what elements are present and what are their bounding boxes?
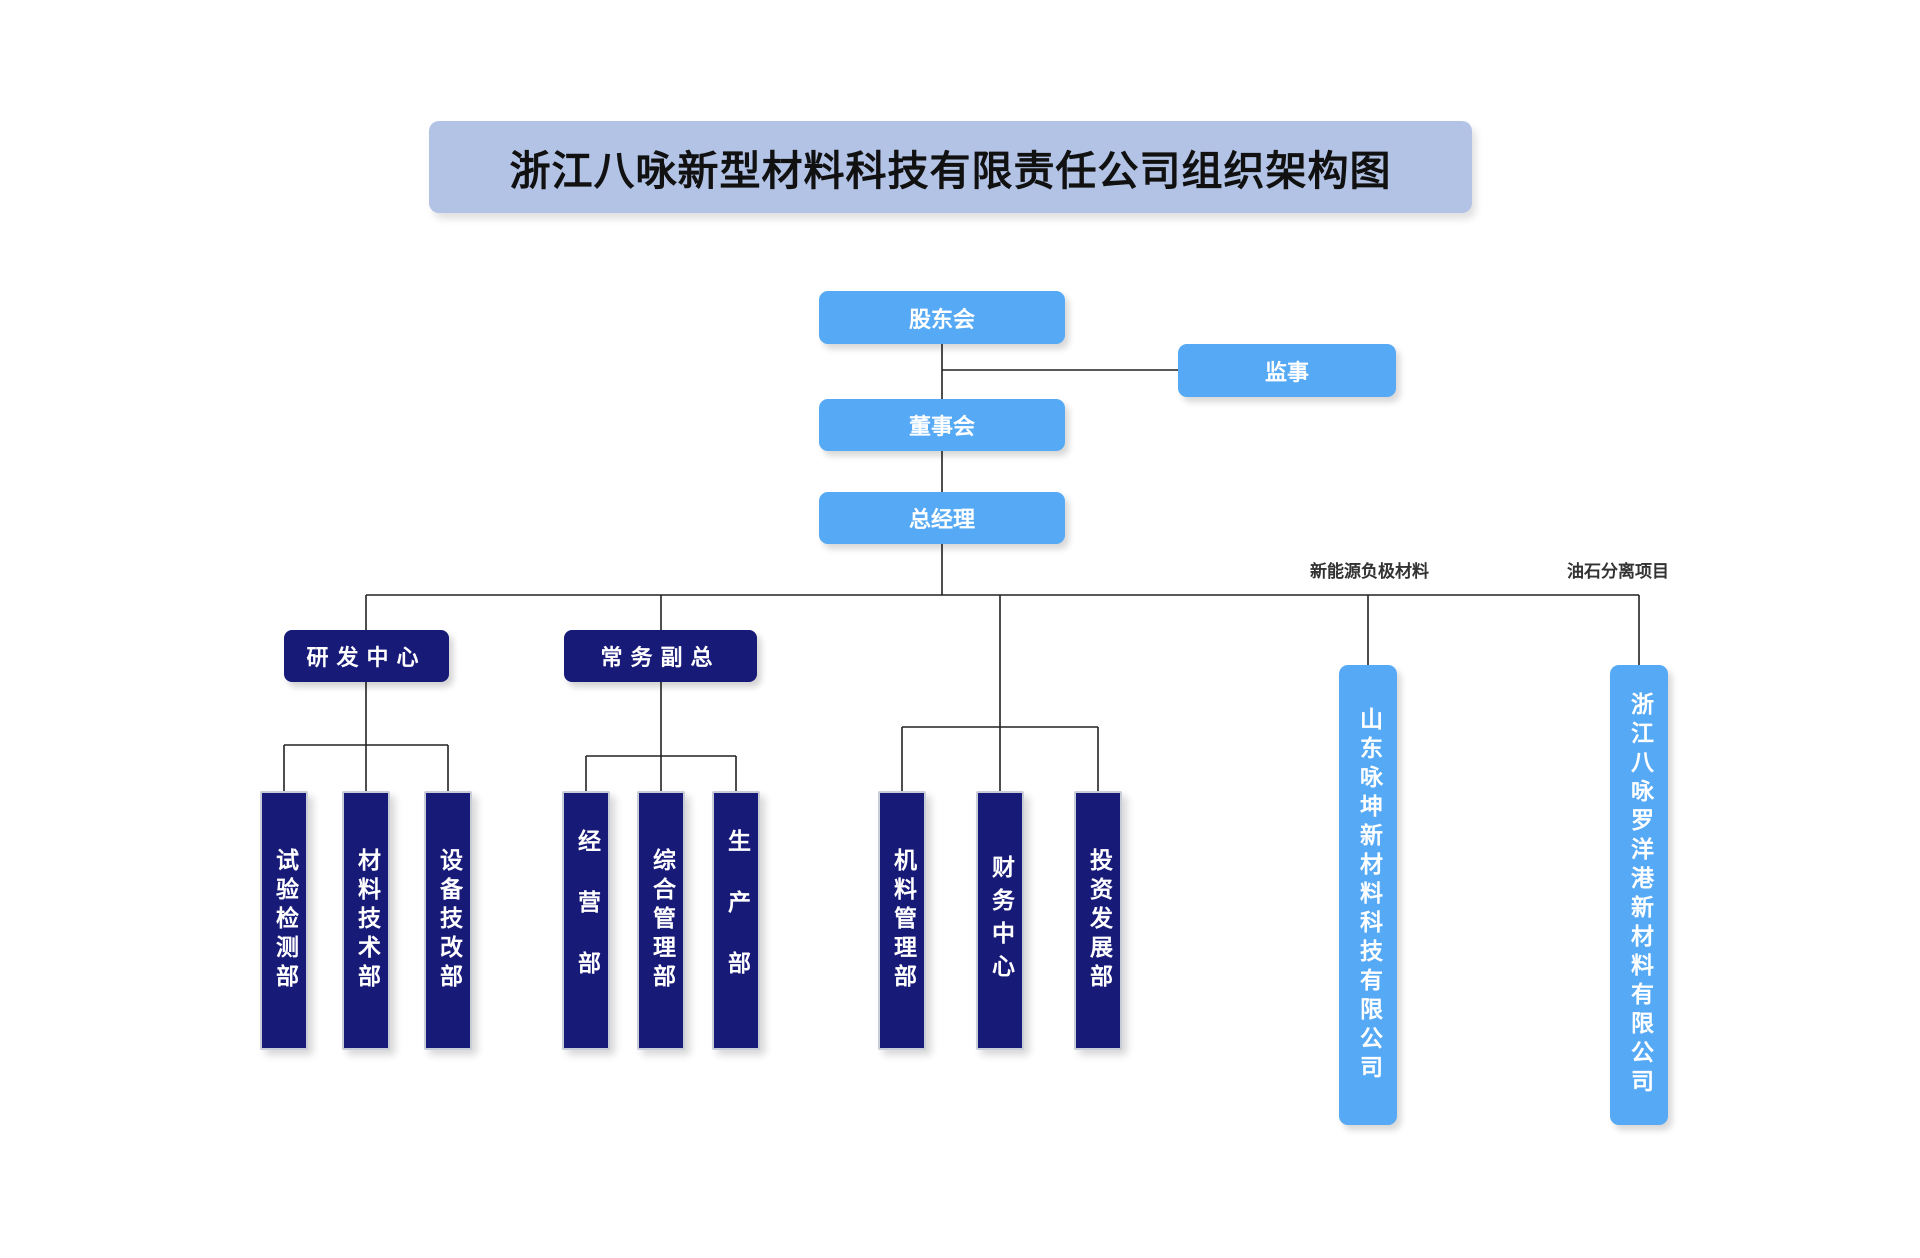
shandong-subsidiary-note: 新能源负极材料 bbox=[1310, 562, 1429, 582]
general-manager-node: 总经理 bbox=[819, 492, 1065, 544]
production-dept-node: 生产部 bbox=[712, 791, 760, 1050]
board-node: 董事会 bbox=[819, 399, 1065, 451]
shandong-subsidiary-node: 山东咏坤新材料科技有限公司 bbox=[1339, 665, 1397, 1125]
rd-center-node: 研发中心 bbox=[284, 630, 449, 682]
finance-center-node: 财务中心 bbox=[976, 791, 1024, 1050]
shareholders-node: 股东会 bbox=[819, 291, 1065, 344]
equipment-dept-node: 设备技改部 bbox=[424, 791, 472, 1050]
investment-dept-node: 投资发展部 bbox=[1074, 791, 1122, 1050]
business-dept-node: 经营部 bbox=[562, 791, 610, 1050]
luoyang-subsidiary-node: 浙江八咏罗洋港新材料有限公司 bbox=[1610, 665, 1668, 1125]
testing-dept-node: 试验检测部 bbox=[260, 791, 308, 1050]
admin-dept-node: 综合管理部 bbox=[637, 791, 685, 1050]
luoyang-subsidiary-note: 油石分离项目 bbox=[1567, 562, 1669, 582]
executive-vp-node: 常务副总 bbox=[564, 630, 757, 682]
machinery-dept-node: 机料管理部 bbox=[878, 791, 926, 1050]
materials-tech-dept-node: 材料技术部 bbox=[342, 791, 390, 1050]
supervisor-node: 监事 bbox=[1178, 344, 1396, 397]
page-title: 浙江八咏新型材料科技有限责任公司组织架构图 bbox=[429, 121, 1472, 213]
